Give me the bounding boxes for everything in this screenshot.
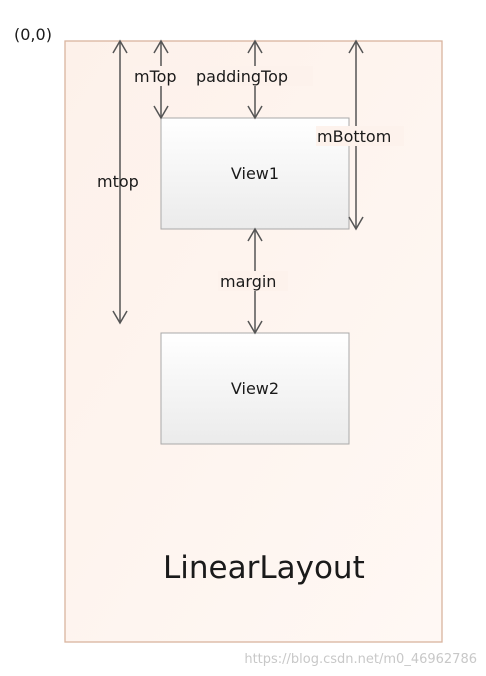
mtop-label: mtop (97, 172, 139, 191)
view2-label: View2 (231, 379, 279, 398)
view1-label: View1 (231, 164, 279, 183)
linear-layout-label: LinearLayout (163, 550, 365, 586)
mTop-label: mTop (134, 67, 177, 86)
mBottom-label: mBottom (317, 127, 391, 146)
margin-label: margin (220, 272, 276, 291)
origin-label: (0,0) (14, 25, 52, 44)
mtop-arrow (112, 39, 128, 325)
watermark-text: https://blog.csdn.net/m0_46962786 (244, 652, 477, 667)
paddingTop-label: paddingTop (196, 67, 288, 86)
